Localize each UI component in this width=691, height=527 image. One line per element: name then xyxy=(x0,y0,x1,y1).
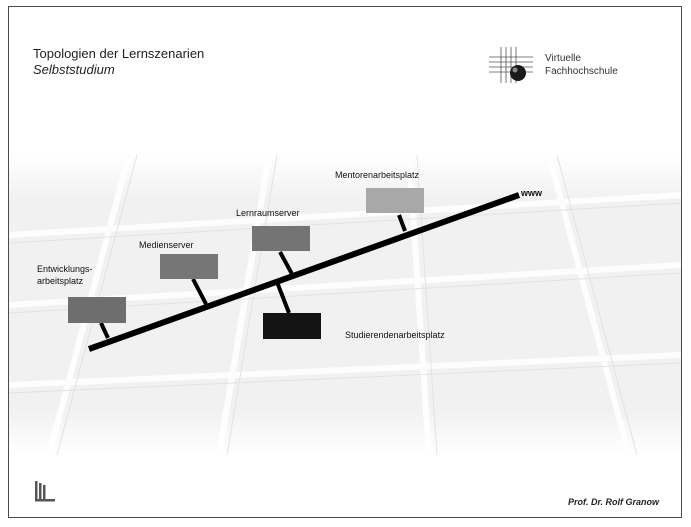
node-box-medienserver xyxy=(160,254,218,279)
connector-medienserver xyxy=(191,278,208,305)
network-label-www: www xyxy=(521,188,543,198)
node-label-line-2: arbeitsplatz xyxy=(37,276,84,286)
connector-studierendenarbeitsplatz xyxy=(275,281,291,314)
slide-frame: Topologien der Lernszenarien Selbststudi… xyxy=(8,6,682,518)
node-box-entwicklungsarbeitsplatz xyxy=(68,297,126,323)
node-label-studierendenarbeitsplatz: Studierendenarbeitsplatz xyxy=(345,330,445,340)
node-label-entwicklungsarbeitsplatz: Entwicklungs- arbeitsplatz xyxy=(37,263,93,287)
institution-logo-icon xyxy=(35,481,55,502)
node-box-lernraumserver xyxy=(252,226,310,251)
node-label-lernraumserver: Lernraumserver xyxy=(236,208,300,218)
node-label-mentorenarbeitsplatz: Mentorenarbeitsplatz xyxy=(335,170,420,180)
network-backbone-line xyxy=(87,192,521,352)
node-label-medienserver: Medienserver xyxy=(139,240,194,250)
perspective-grid-background xyxy=(9,155,681,455)
globe-grid-logo-icon xyxy=(489,47,533,83)
connector-entwicklungsarbeitsplatz xyxy=(99,322,110,339)
logo-text: Virtuelle Fachhochschule xyxy=(545,52,618,78)
logo-line-2: Fachhochschule xyxy=(545,66,618,77)
slide-subtitle: Selbststudium xyxy=(33,62,115,77)
slide-title: Topologien der Lernszenarien xyxy=(33,46,205,61)
node-label-line-1: Entwicklungs- xyxy=(37,264,93,274)
author-footer: Prof. Dr. Rolf Granow xyxy=(567,497,659,507)
connector-mentorenarbeitsplatz xyxy=(397,214,407,232)
node-box-studierendenarbeitsplatz xyxy=(263,313,321,339)
network-topology-diagram xyxy=(68,188,521,352)
node-box-mentorenarbeitsplatz xyxy=(366,188,424,213)
connector-lernraumserver xyxy=(278,251,294,275)
logo-line-1: Virtuelle xyxy=(545,53,581,64)
